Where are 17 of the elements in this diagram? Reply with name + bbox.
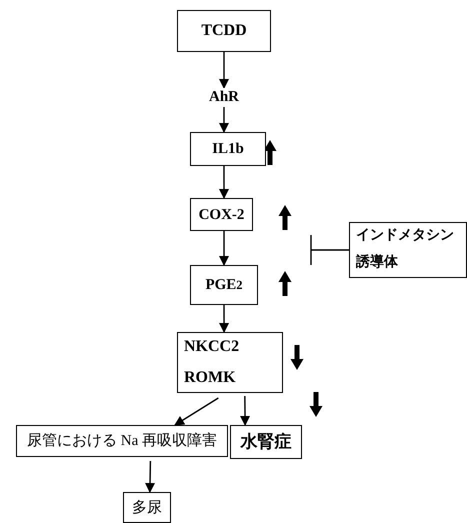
arrow bbox=[145, 460, 156, 493]
arrow bbox=[219, 305, 230, 333]
process-box: NKCC2 ROMK bbox=[177, 332, 283, 393]
process-box: 多尿 bbox=[123, 492, 171, 523]
process-box: IL1b bbox=[190, 132, 266, 166]
arrow bbox=[219, 166, 229, 199]
process-box: COX-2 bbox=[190, 198, 253, 231]
process-box: 水腎症 bbox=[230, 425, 302, 459]
arrow bbox=[219, 52, 229, 89]
arrow bbox=[218, 107, 229, 133]
process-box: インドメタシン誘導体 bbox=[349, 222, 467, 278]
arrow bbox=[240, 396, 250, 426]
arrow bbox=[219, 231, 229, 266]
process-box: 尿管における Na 再吸収障害 bbox=[16, 425, 228, 457]
process-box: TCDD bbox=[177, 10, 271, 52]
arrow bbox=[174, 397, 219, 426]
inhibition-line bbox=[310, 234, 349, 266]
